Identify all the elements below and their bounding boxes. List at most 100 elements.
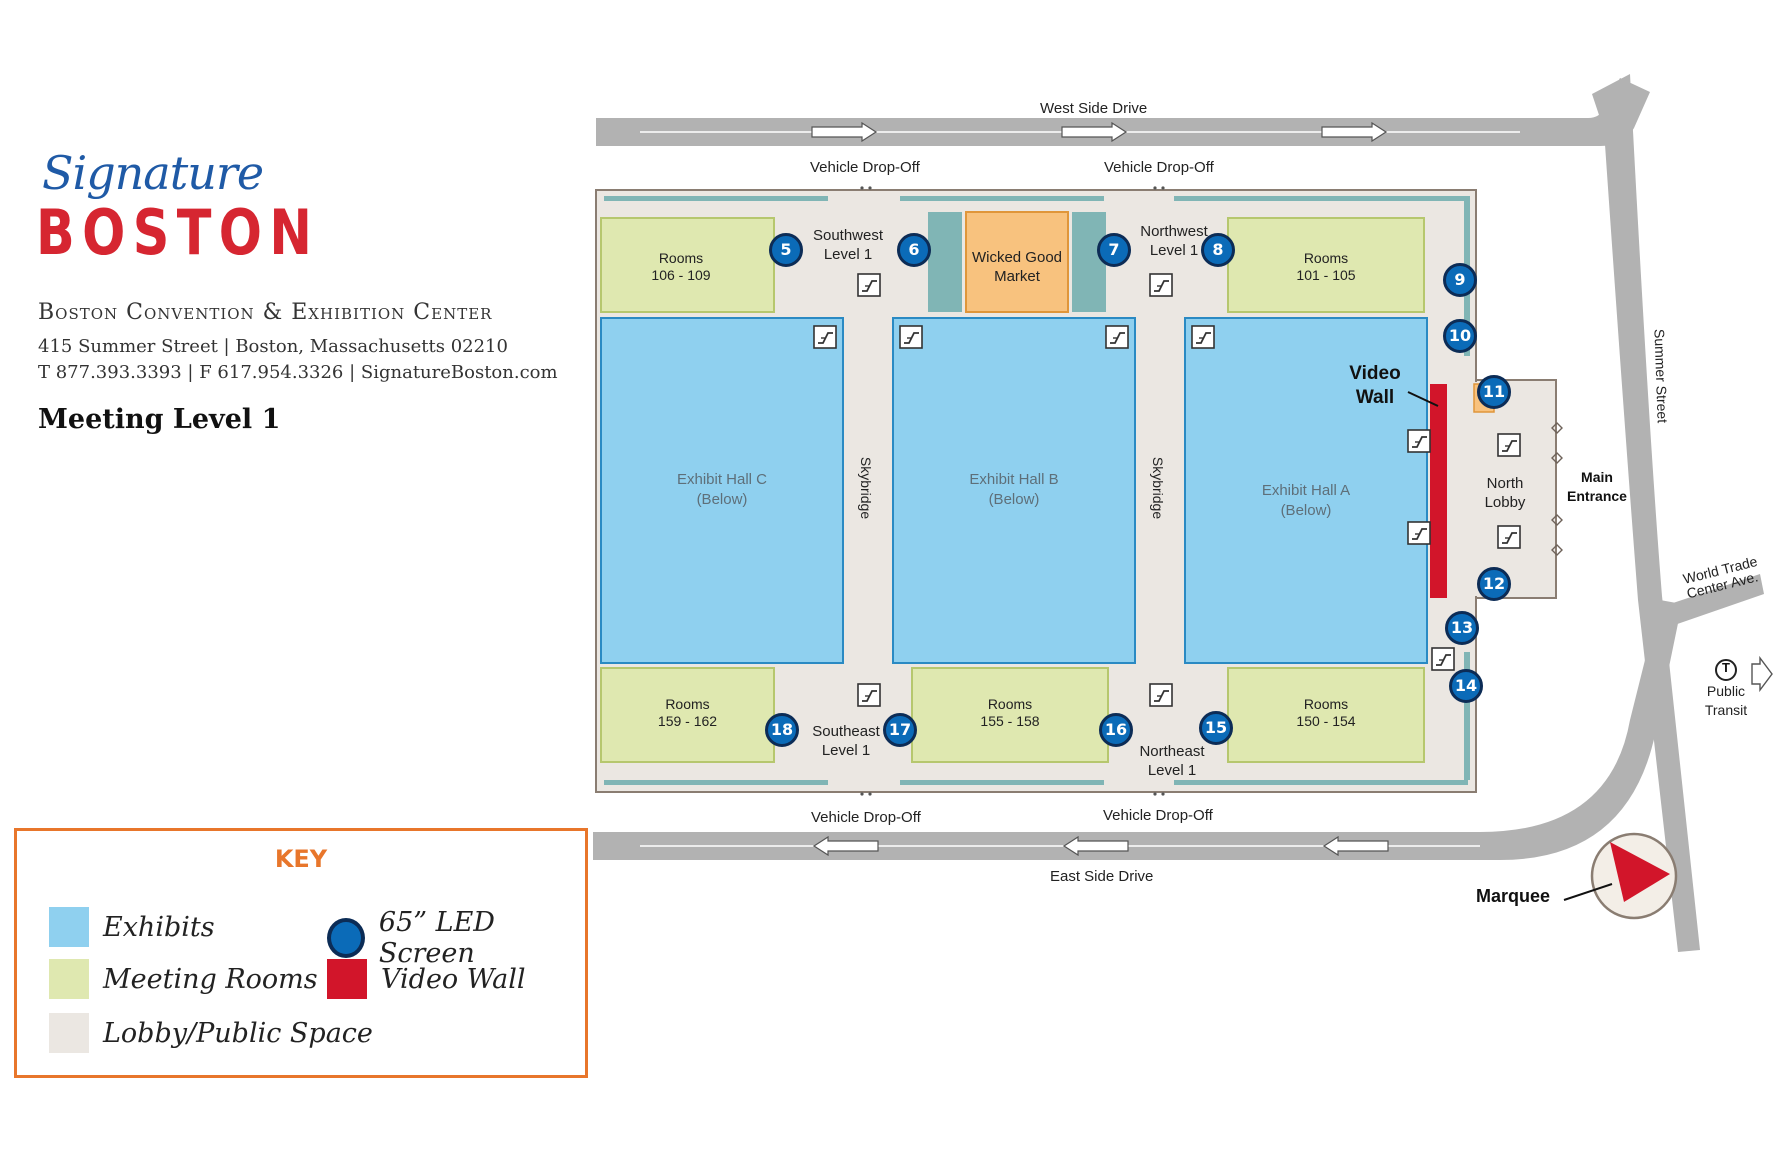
northeast-line2: Level 1 [1147,762,1197,779]
exhibit-hall-b-label: Exhibit Hall B (Below) [893,470,1135,510]
key-rooms: Meeting Rooms [49,959,318,999]
southwest-line1: Southwest [812,227,884,244]
rooms-swatch [49,959,89,999]
north-lobby-line2: Lobby [1484,494,1526,511]
rooms-title: Rooms [665,696,710,712]
rooms-101-105-label: Rooms 101 - 105 [1228,250,1424,284]
led-screen-12: 12 [1477,567,1511,601]
key-title: KEY [274,845,328,873]
marquee-label: Marquee [1476,886,1551,906]
skybridge-label-east: Skybridge [1150,456,1166,520]
rooms-range: 101 - 105 [1296,267,1356,283]
key-led: 65” LED Screen [327,907,585,969]
led-screen-5: 5 [769,233,803,267]
summer-street-label: Summer Street [1651,328,1671,424]
rooms-title: Rooms [1303,250,1349,266]
west-side-drive-label: West Side Drive [1040,100,1148,117]
led-screen-8: 8 [1201,233,1235,267]
hall-c-name: Exhibit Hall C [676,471,768,488]
main-entrance-line1: Main [1581,469,1613,485]
led-screen-11: 11 [1477,375,1511,409]
market-line2: Market [994,268,1040,285]
world-trade-center-ave-label: World Trade Center Ave. [1681,553,1760,602]
public-transit-label: Public Transit [1694,682,1758,720]
transit-line2: Transit [1704,702,1748,718]
dropoff-label-nw: Vehicle Drop-Off [810,159,920,176]
led-screen-6: 6 [897,233,931,267]
dropoff-label-se: Vehicle Drop-Off [1103,807,1213,824]
rooms-title: Rooms [1303,696,1349,712]
venue-name: Boston Convention & Exhibition Center [38,300,493,325]
led-screen-15: 15 [1199,711,1233,745]
led-screen-17: 17 [883,713,917,747]
map-key: KEY Exhibits Meeting Rooms Lobby/Public … [14,828,588,1078]
key-video-wall: Video Wall [327,959,526,999]
southwest-label: Southwest Level 1 [800,226,896,264]
led-screen-14: 14 [1449,669,1483,703]
led-screen-icon [327,918,365,958]
rooms-range: 150 - 154 [1296,713,1356,729]
main-entrance-line2: Entrance [1567,488,1627,504]
video-wall-swatch [327,959,367,999]
led-screen-9: 9 [1443,263,1477,297]
transit-line1: Public [1706,683,1746,699]
exhibit-hall-a-label: Exhibit Hall A (Below) [1185,481,1427,521]
hall-a-name: Exhibit Hall A [1261,482,1351,499]
transit-symbol: T [1722,660,1730,675]
rooms-range: 155 - 158 [980,713,1040,729]
hall-b-name: Exhibit Hall B [969,471,1059,488]
southeast-line2: Level 1 [821,742,871,759]
brand-wordmark: BOSTON [36,196,320,269]
northwest-label: Northwest Level 1 [1126,222,1222,260]
southeast-line1: Southeast [812,723,880,740]
rooms-title: Rooms [658,250,704,266]
skybridge-label-west: Skybridge [858,456,874,520]
southeast-label: Southeast Level 1 [798,722,894,760]
key-lobby-label: Lobby/Public Space [103,1017,373,1049]
lobby-swatch [49,1013,89,1053]
east-side-drive-label: East Side Drive [1050,868,1154,885]
level-title: Meeting Level 1 [38,404,281,435]
rooms-159-162-label: Rooms 159 - 162 [601,696,774,730]
led-screen-16: 16 [1099,713,1133,747]
key-rooms-label: Meeting Rooms [103,963,318,995]
venue-contact: T 877.393.3393 | F 617.954.3326 | Signat… [38,362,558,383]
video-wall-line2: Wall [1355,387,1395,408]
key-lobby: Lobby/Public Space [49,1013,373,1053]
dropoff-label-sw: Vehicle Drop-Off [811,809,921,826]
led-screen-13: 13 [1445,611,1479,645]
hall-c-sub: (Below) [696,491,748,508]
video-wall-label: Video Wall [1340,362,1410,410]
key-led-label: 65” LED Screen [378,907,495,969]
market-line1: Wicked Good [971,249,1063,266]
venue-address: 415 Summer Street | Boston, Massachusett… [38,336,508,357]
north-lobby-line1: North [1486,475,1524,492]
rooms-range: 106 - 109 [651,267,711,283]
north-lobby-label: North Lobby [1470,474,1540,512]
exhibit-hall-c-label: Exhibit Hall C (Below) [601,470,843,510]
led-screen-18: 18 [765,713,799,747]
rooms-range: 159 - 162 [657,713,718,729]
dropoff-label-ne: Vehicle Drop-Off [1104,159,1214,176]
rooms-150-154-label: Rooms 150 - 154 [1228,696,1424,730]
video-wall-line1: Video [1349,363,1401,384]
northeast-label: Northeast Level 1 [1124,742,1220,780]
wicked-good-market-label: Wicked Good Market [966,248,1068,286]
rooms-155-158-label: Rooms 155 - 158 [912,696,1108,730]
key-exhibits-label: Exhibits [103,911,215,943]
exhibits-swatch [49,907,89,947]
northeast-line1: Northeast [1139,743,1205,760]
led-screen-10: 10 [1443,319,1477,353]
northwest-line1: Northwest [1140,223,1208,240]
key-video-wall-label: Video Wall [381,963,526,995]
hall-b-sub: (Below) [988,491,1040,508]
rooms-title: Rooms [987,696,1033,712]
brand-script-logo: Signature [42,146,264,200]
key-exhibits: Exhibits [49,907,215,947]
northwest-line2: Level 1 [1149,242,1199,259]
rooms-106-109-label: Rooms 106 - 109 [601,250,761,284]
led-screen-7: 7 [1097,233,1131,267]
main-entrance-label: Main Entrance [1562,468,1632,506]
southwest-line2: Level 1 [823,246,873,263]
